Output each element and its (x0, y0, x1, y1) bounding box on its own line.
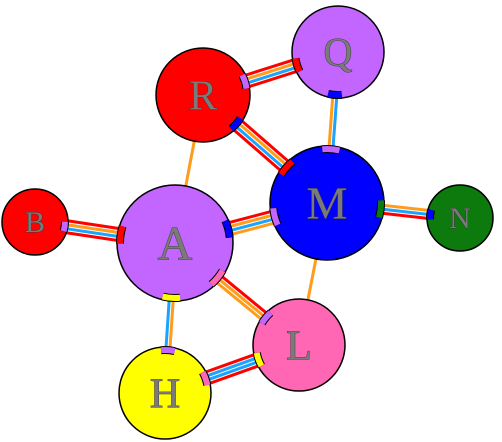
port-b-to-a (59, 221, 69, 233)
edge-strand (331, 95, 339, 149)
edge-strand (227, 209, 273, 225)
edge-strand (66, 219, 121, 231)
port-q-to-m (327, 89, 343, 99)
edge-strand (64, 231, 119, 243)
edge-strand (228, 213, 274, 229)
node-label-l: L (286, 323, 312, 369)
label-layer: Q R M B A N L H (25, 29, 472, 417)
edge-strand (206, 360, 259, 382)
edge-strand (217, 277, 266, 319)
edge-strand (205, 356, 258, 378)
edge-strand (237, 121, 288, 167)
port-a-to-m (221, 219, 234, 239)
edge-r-q (243, 58, 299, 89)
edge-strand (234, 124, 286, 170)
edge-strand (239, 118, 291, 164)
edge-strand (203, 352, 257, 374)
port-a-to-h (161, 292, 181, 302)
edge-strand (229, 217, 275, 233)
edge-strand (381, 207, 430, 217)
edge-strand (381, 203, 430, 213)
edge-strand (244, 62, 296, 81)
node-layer (1, 5, 494, 440)
edge-strand (381, 211, 429, 220)
port-h-to-a (160, 346, 176, 356)
edge-r-a (183, 138, 197, 189)
edge-strand (183, 138, 197, 189)
edge-r-m (232, 118, 291, 173)
edge-a-l (214, 274, 269, 322)
port-r-to-q (238, 73, 251, 90)
port-layer (59, 57, 435, 387)
edge-b-a (64, 219, 121, 243)
edge-layer (64, 58, 430, 386)
edge-strand (230, 221, 276, 237)
port-a-to-b (116, 225, 127, 244)
edge-strand (65, 223, 121, 235)
node-label-m: M (307, 178, 348, 229)
port-a-to-l (208, 268, 226, 288)
edge-strand (243, 58, 295, 78)
edge-q-m (327, 95, 339, 149)
node-r[interactable] (155, 47, 251, 143)
node-label-b: B (25, 206, 45, 239)
edge-h-l (203, 352, 261, 386)
port-l-to-a (258, 309, 274, 326)
port-q-to-r (291, 57, 304, 74)
edge-strand (164, 298, 171, 350)
edge-strand (65, 227, 120, 239)
edge-a-m (227, 209, 276, 237)
node-label-a: A (158, 217, 193, 270)
edge-a-h (164, 298, 175, 350)
edge-strand (247, 69, 299, 89)
port-r-to-m (228, 116, 244, 132)
edge-strand (168, 298, 175, 350)
port-h-to-l (199, 370, 212, 387)
node-label-r: R (189, 73, 217, 119)
port-m-to-n (375, 200, 385, 219)
edge-strand (327, 95, 335, 149)
port-n-to-m (426, 208, 435, 220)
node-l[interactable] (252, 298, 346, 392)
node-label-n: N (449, 202, 471, 235)
port-m-to-q (321, 145, 341, 155)
edge-m-n (381, 203, 430, 220)
edge-strand (306, 256, 318, 303)
edge-strand (207, 364, 261, 386)
edge-strand (219, 274, 269, 316)
port-m-to-a (269, 207, 282, 227)
port-m-to-r (277, 158, 296, 177)
edge-strand (246, 65, 298, 85)
node-label-q: Q (324, 30, 353, 75)
node-label-h: H (150, 371, 180, 417)
edge-m-l (306, 256, 318, 303)
port-l-to-h (252, 351, 265, 368)
edge-strand (214, 280, 264, 322)
edge-strand (232, 127, 283, 173)
